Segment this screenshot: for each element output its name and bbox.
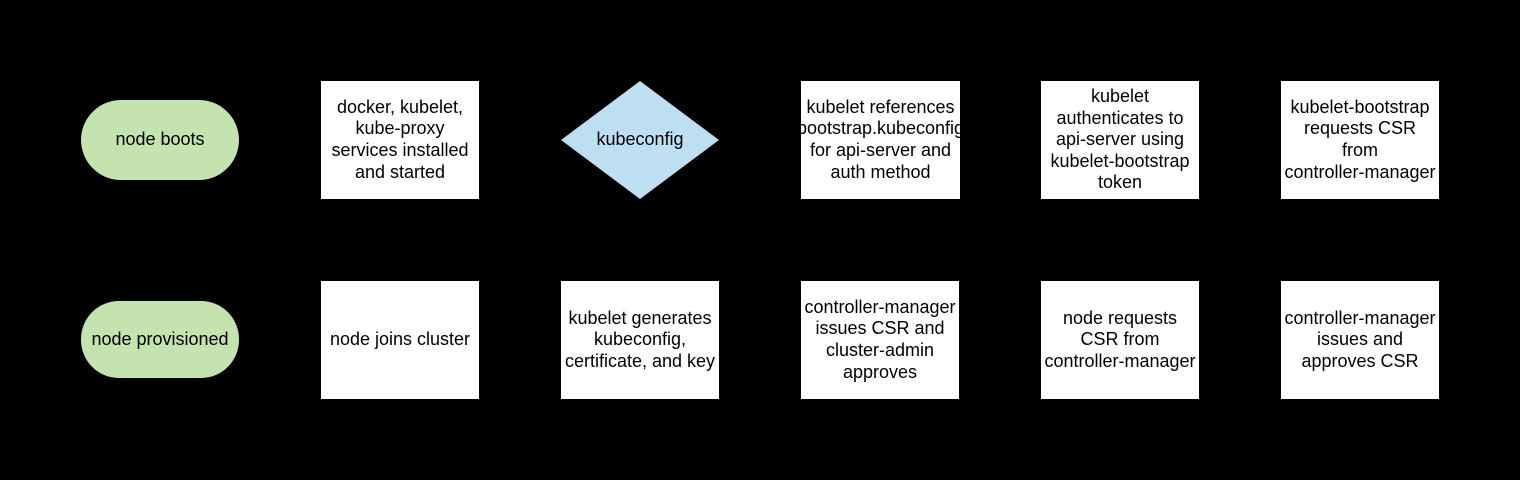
node-label: kubelet references bootstrap.kubeconfig …	[801, 96, 960, 182]
node-label: node boots	[115, 129, 205, 150]
process-services-installed: docker, kubelet, kube-proxy services ins…	[321, 81, 479, 199]
node-label: kubelet authenticates to api-server usin…	[1050, 86, 1190, 193]
decision-kubeconfig: kubeconfig	[561, 81, 719, 199]
node-label: controller-manager issues CSR and cluste…	[804, 296, 956, 382]
process-kubelet-authenticates: kubelet authenticates to api-server usin…	[1041, 81, 1199, 199]
process-controller-manager-issues-csr-cluster-admin-approves: controller-manager issues CSR and cluste…	[801, 281, 959, 399]
terminal-node-provisioned: node provisioned	[81, 301, 239, 378]
node-label: kubelet-bootstrap requests CSR from cont…	[1284, 96, 1436, 182]
process-controller-manager-issues-and-approves-csr: controller-manager issues and approves C…	[1281, 281, 1439, 399]
node-label: docker, kubelet, kube-proxy services ins…	[331, 96, 469, 182]
node-label: controller-manager issues and approves C…	[1284, 307, 1436, 371]
node-label: node joins cluster	[329, 329, 471, 350]
node-label: node requests CSR from controller-manage…	[1044, 307, 1196, 371]
process-kubelet-bootstrap-requests-csr: kubelet-bootstrap requests CSR from cont…	[1281, 81, 1439, 199]
node-label: node provisioned	[91, 328, 229, 349]
process-kubelet-generates: kubelet generates kubeconfig, certificat…	[561, 281, 719, 399]
process-node-requests-csr: node requests CSR from controller-manage…	[1041, 281, 1199, 399]
process-node-joins-cluster: node joins cluster	[321, 281, 479, 399]
node-label: kubeconfig	[596, 129, 684, 150]
node-label: kubelet generates kubeconfig, certificat…	[564, 307, 716, 371]
terminal-node-boots: node boots	[81, 100, 239, 180]
process-kubelet-references-bootstrap-kubeconfig: kubelet references bootstrap.kubeconfig …	[801, 81, 960, 199]
